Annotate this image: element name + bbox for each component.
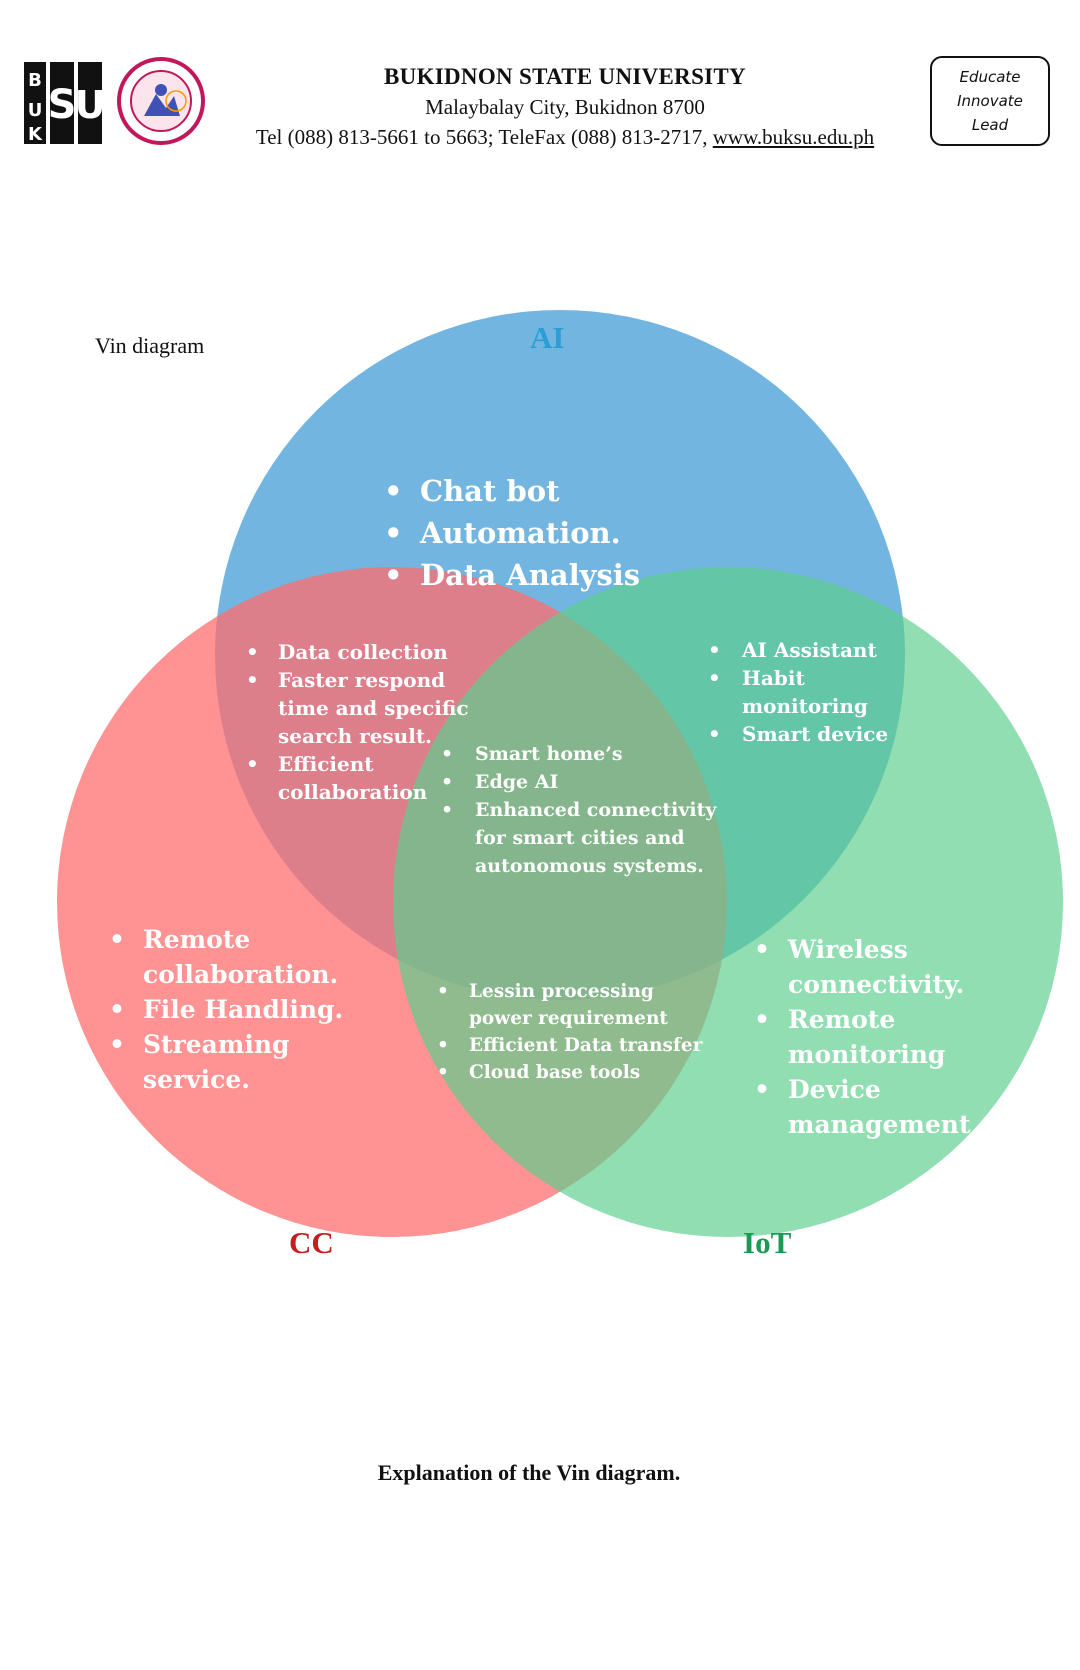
list-item: Edge AI xyxy=(441,768,735,796)
list-item: AI Assistant xyxy=(708,636,912,664)
list-item: Efficient Data transfer xyxy=(437,1032,719,1059)
list-item: Efficient collaboration xyxy=(246,750,478,806)
region-iot-only: Wireless connectivity. Remote monitoring… xyxy=(754,932,1048,1142)
svg-text:K: K xyxy=(28,124,43,145)
motto-educate: Educate xyxy=(959,68,1021,86)
cc-set-label: CC xyxy=(289,1225,334,1260)
list-item: File Handling. xyxy=(109,992,403,1027)
iot-set-label: IoT xyxy=(743,1225,792,1260)
list-item: Faster respond time and specific search … xyxy=(246,666,478,750)
list-item: Remote monitoring xyxy=(754,1002,1048,1072)
diagram-label: Vin diagram xyxy=(95,333,205,358)
letterhead: B U K S U BUKIDNON STATE UNIVERSITY Mala… xyxy=(0,0,1080,160)
list-item: Wireless connectivity. xyxy=(754,932,1048,1002)
university-name: BUKIDNON STATE UNIVERSITY xyxy=(384,64,746,89)
explanation-heading: Explanation of the Vin diagram. xyxy=(377,1460,681,1485)
website-link[interactable]: www.buksu.edu.ph xyxy=(712,125,875,149)
motto-box: Educate Innovate Lead xyxy=(930,56,1050,146)
list-item: Habit monitoring xyxy=(708,664,912,720)
ai-set-label: AI xyxy=(530,320,565,355)
university-info: BUKIDNON STATE UNIVERSITY Malaybalay Cit… xyxy=(200,62,930,152)
list-item: Data collection xyxy=(246,638,478,666)
buksu-logo: B U K S U xyxy=(24,62,104,145)
list-item: Lessin processing power requirement xyxy=(437,978,719,1032)
list-item: Remote collaboration. xyxy=(109,922,403,992)
list-item: Data Analysis xyxy=(384,554,640,596)
region-ai-iot: AI Assistant Habit monitoring Smart devi… xyxy=(708,636,912,748)
svg-text:B: B xyxy=(28,70,42,91)
region-cc-only: Remote collaboration. File Handling. Str… xyxy=(109,922,403,1097)
list-item: Smart home’s xyxy=(441,740,735,768)
university-seal-logo xyxy=(117,57,205,145)
list-item: Device management xyxy=(754,1072,1048,1142)
motto-innovate: Innovate xyxy=(957,92,1023,110)
svg-text:U: U xyxy=(75,83,104,127)
list-item: Cloud base tools xyxy=(437,1059,719,1086)
university-contact: Tel (088) 813-5661 to 5663; TeleFax (088… xyxy=(200,122,930,152)
list-item: Smart device xyxy=(708,720,912,748)
svg-text:S: S xyxy=(48,82,77,128)
university-address: Malaybalay City, Bukidnon 8700 xyxy=(425,95,705,119)
region-ai-only: Chat bot Automation. Data Analysis xyxy=(384,470,640,596)
motto-lead: Lead xyxy=(971,116,1009,134)
list-item: Chat bot xyxy=(384,470,640,512)
region-ai-cc: Data collection Faster respond time and … xyxy=(246,638,478,806)
list-item: Automation. xyxy=(384,512,640,554)
list-item: Streaming service. xyxy=(109,1027,403,1097)
region-center: Smart home’s Edge AI Enhanced connectivi… xyxy=(441,740,735,880)
svg-text:U: U xyxy=(28,100,43,121)
list-item: Enhanced connectivity for smart cities a… xyxy=(441,796,735,880)
region-cc-iot: Lessin processing power requirement Effi… xyxy=(437,978,719,1086)
contact-numbers: Tel (088) 813-5661 to 5663; TeleFax (088… xyxy=(255,125,713,149)
